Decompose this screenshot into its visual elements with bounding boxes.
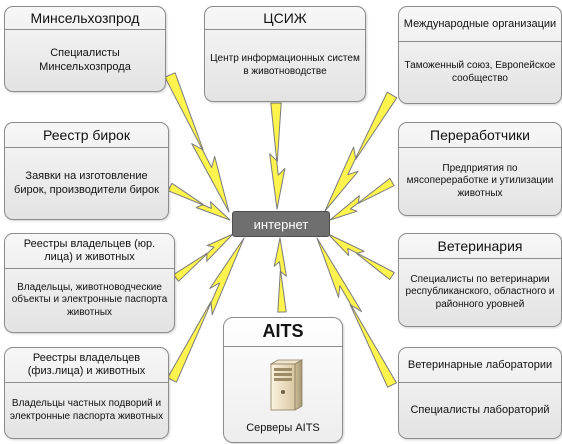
bolt-legal — [172, 233, 234, 282]
card-description: Центр информационных систем в животновод… — [210, 53, 360, 77]
aits-box: AITS Серверы AITS — [223, 317, 343, 443]
card-tag-registry: Реестр бирок Заявки на изготовление биро… — [4, 122, 169, 220]
bolt-csizh — [269, 102, 286, 210]
card-description: Владельцы частных подворий и электронные… — [9, 398, 164, 422]
card-processors: Переработчики Предприятия по мясоперераб… — [398, 122, 562, 216]
card-description: Специалисты по ветеринарии республиканск… — [405, 273, 555, 310]
card-description: Предприятия по мясопереработке и утилиза… — [406, 162, 554, 199]
bolt-intl — [324, 91, 398, 212]
bolt-processors — [329, 177, 395, 221]
server-icon — [269, 359, 304, 411]
card-veterinary: Ветеринария Специалисты по ветеринарии р… — [398, 233, 562, 327]
bolt-minselhoz — [164, 72, 230, 213]
card-description: Таможенный союз, Европейское сообщество — [404, 60, 556, 84]
card-title: Реестр бирок — [5, 123, 168, 148]
card-title: Реестры владельцев (физ.лица) и животных — [5, 348, 168, 383]
card-title: Ветеринария — [399, 234, 561, 259]
aits-divider — [224, 346, 342, 347]
internet-hub: интернет — [232, 211, 330, 237]
card-description: Специалисты лабораторий — [410, 403, 550, 416]
card-title: Международные организации — [399, 7, 561, 42]
bolt-vet — [327, 233, 395, 280]
card-minselhozprod: Минсельхозпрод Специалисты Минсельхозпро… — [4, 6, 166, 92]
aits-title: AITS — [262, 321, 304, 341]
card-legal-owners-registry: Реестры владельцев (юр. лица) и животных… — [4, 233, 175, 333]
card-international-orgs: Международные организации Таможенный сою… — [398, 6, 562, 104]
card-csizh: ЦСИЖ Центр информационных систем в живот… — [204, 6, 366, 102]
card-description: Специалисты Минсельхозпрода — [39, 46, 131, 73]
card-title: Ветеринарные лаборатории — [399, 348, 561, 383]
card-physical-owners-registry: Реестры владельцев (физ.лица) и животных… — [4, 347, 169, 439]
card-title: ЦСИЖ — [205, 7, 365, 30]
card-vet-laboratories: Ветеринарные лаборатории Специалисты лаб… — [398, 347, 562, 439]
bolt-labs — [316, 237, 397, 388]
card-title: Реестры владельцев (юр. лица) и животных — [5, 234, 174, 269]
card-title: Переработчики — [399, 123, 561, 148]
bolt-tags — [167, 182, 231, 221]
bolt-aits — [273, 237, 287, 313]
card-description: Заявки на изготовление бирок, производит… — [14, 169, 159, 196]
bolt-physical — [167, 237, 245, 383]
card-title: Минсельхозпрод — [5, 7, 165, 30]
card-description: Владельцы, животноводческие объекты и эл… — [11, 281, 168, 318]
aits-label: Серверы AITS — [246, 422, 320, 434]
